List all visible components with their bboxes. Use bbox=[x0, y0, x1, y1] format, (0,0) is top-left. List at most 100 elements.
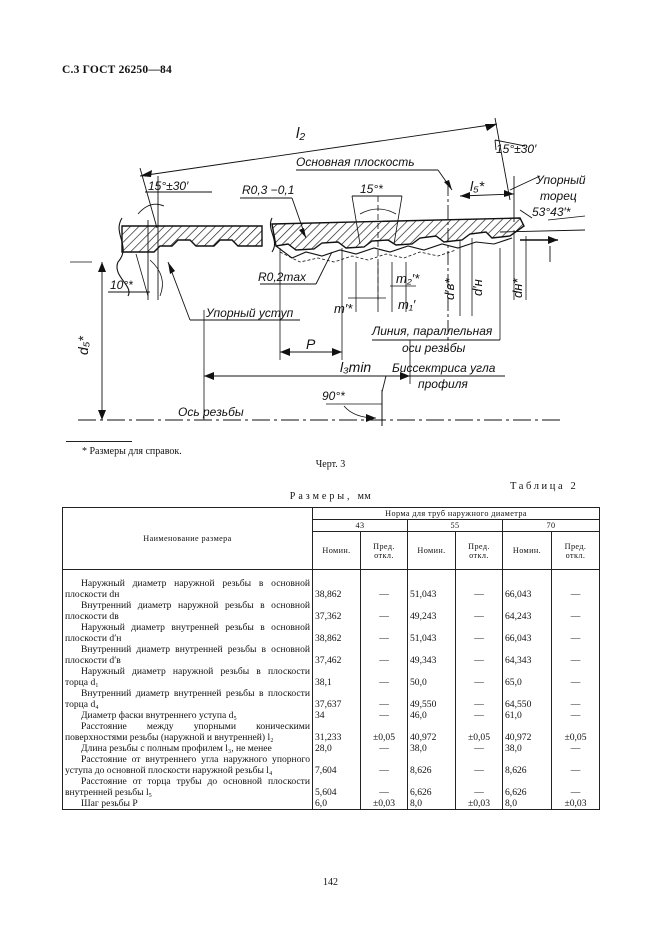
value-43: 37,462 bbox=[312, 644, 361, 666]
value-43: 31,233 bbox=[312, 721, 361, 743]
deviation-43: — bbox=[360, 710, 408, 721]
label-r03: R0,3 −0,1 bbox=[242, 183, 294, 197]
deviation-70: — bbox=[550, 644, 601, 666]
footnote: * Размеры для справок. bbox=[82, 446, 182, 457]
deviation-70: — bbox=[550, 622, 601, 644]
page-number: 142 bbox=[323, 877, 338, 888]
label-d-prime-n: d′н bbox=[470, 279, 485, 296]
diameter-header-70: 70 bbox=[501, 519, 601, 532]
value-43: 38,862 bbox=[312, 622, 361, 644]
value-43: 7,604 bbox=[312, 754, 361, 776]
value-70: 66,043 bbox=[502, 569, 552, 600]
deviation-55: — bbox=[455, 644, 503, 666]
label-d-prime-b: d′в* bbox=[442, 278, 457, 300]
page-header: С.3 ГОСТ 26250—84 bbox=[62, 64, 172, 76]
row-name: Внутренний диаметр наружной резьбы в осн… bbox=[62, 600, 313, 622]
label-bisector-1: Биссектриса угла bbox=[392, 361, 496, 375]
deviation-43: — bbox=[360, 666, 408, 688]
deviation-43: ±0,03 bbox=[360, 798, 408, 810]
value-55: 8,0 bbox=[407, 798, 456, 810]
figure-caption: Черт. 3 bbox=[315, 459, 346, 470]
table-row: Наружный диаметр наружной резьбы в плоск… bbox=[62, 666, 601, 688]
row-name: Наружный диаметр наружной резьбы в плоск… bbox=[62, 666, 313, 688]
label-m2: m₂′* bbox=[396, 271, 420, 286]
label-stop-shoulder: Упорный уступ bbox=[205, 306, 294, 320]
value-55: 40,972 bbox=[407, 721, 456, 743]
deviation-70: — bbox=[550, 743, 601, 754]
deviation-55: — bbox=[455, 754, 503, 776]
deviation-header: Пред. откл. bbox=[455, 531, 503, 570]
label-angle-10: 10°* bbox=[110, 278, 133, 292]
deviation-43: — bbox=[360, 600, 408, 622]
deviation-55: — bbox=[455, 688, 503, 710]
label-l2: l₂ bbox=[296, 125, 305, 142]
value-43: 38,1 bbox=[312, 666, 361, 688]
label-l5: l₅* bbox=[470, 178, 485, 194]
deviation-70: — bbox=[550, 688, 601, 710]
table-title-units: мм bbox=[357, 491, 372, 502]
label-m1: m₁′ bbox=[398, 297, 416, 312]
deviation-70: — bbox=[550, 666, 601, 688]
column-group-header: Норма для труб наружного диаметра bbox=[311, 507, 601, 520]
deviation-70: ±0,05 bbox=[550, 721, 601, 743]
value-55: 38,0 bbox=[407, 743, 456, 754]
value-55: 50,0 bbox=[407, 666, 456, 688]
table-label: Таблица 2 bbox=[510, 481, 579, 492]
row-name: Длина резьбы с полным профилем l₃, не ме… bbox=[62, 743, 313, 754]
value-43: 38,862 bbox=[312, 569, 361, 600]
table-title: Размеры, мм bbox=[0, 491, 661, 502]
table-row: Расстояние от внутреннего угла наружного… bbox=[62, 754, 601, 776]
deviation-70: — bbox=[550, 776, 601, 798]
coupling-left-section bbox=[121, 225, 263, 253]
row-name: Шаг резьбы P bbox=[62, 798, 313, 810]
value-55: 8,626 bbox=[407, 754, 456, 776]
value-55: 49,550 bbox=[407, 688, 456, 710]
value-43: 28,0 bbox=[312, 743, 361, 754]
deviation-70: — bbox=[550, 710, 601, 721]
row-name: Диаметр фаски внутреннего уступа d₅ bbox=[62, 710, 313, 721]
value-55: 49,243 bbox=[407, 600, 456, 622]
table-row: Расстояние от торца трубы до основной пл… bbox=[62, 776, 601, 798]
table-row: Внутренний диаметр внутренней резьбы в о… bbox=[62, 644, 601, 666]
label-angle-left: 15°±30′ bbox=[148, 179, 189, 193]
table-title-text: Размеры, bbox=[289, 491, 353, 502]
thread-section bbox=[271, 217, 525, 251]
label-P: P bbox=[306, 336, 316, 352]
deviation-43: — bbox=[360, 569, 408, 600]
value-43: 5,604 bbox=[312, 776, 361, 798]
value-43: 34 bbox=[312, 710, 361, 721]
value-70: 64,550 bbox=[502, 688, 552, 710]
deviation-55: — bbox=[455, 666, 503, 688]
table-row: Наружный диаметр наружной резьбы в основ… bbox=[62, 569, 601, 600]
dimensions-table: Наименование размера Норма для труб нару… bbox=[62, 507, 601, 810]
value-55: 46,0 bbox=[407, 710, 456, 721]
value-70: 6,626 bbox=[502, 776, 552, 798]
label-parallel-line-2: оси резьбы bbox=[402, 341, 466, 355]
label-r02: R0,2max bbox=[258, 270, 307, 284]
nominal-header: Номин. bbox=[312, 531, 361, 570]
label-bisector-2: профиля bbox=[418, 377, 468, 391]
deviation-header: Пред. откл. bbox=[550, 531, 601, 570]
row-name: Расстояние от торца трубы до основной пл… bbox=[62, 776, 313, 798]
value-70: 38,0 bbox=[502, 743, 552, 754]
thread-drawing: l₂ 15°±30′ Основная плоскость l₅* Упорны… bbox=[70, 117, 586, 426]
value-70: 8,626 bbox=[502, 754, 552, 776]
value-43: 37,362 bbox=[312, 600, 361, 622]
deviation-43: — bbox=[360, 688, 408, 710]
row-name: Внутренний диаметр внутренней резьбы в о… bbox=[62, 644, 313, 666]
row-name: Расстояние между упорными коническими по… bbox=[62, 721, 313, 743]
row-name: Наружный диаметр наружной резьбы в основ… bbox=[62, 569, 313, 600]
deviation-55: — bbox=[455, 776, 503, 798]
table-row: Внутренний диаметр внутренней резьбы в п… bbox=[62, 688, 601, 710]
label-thread-axis: Ось резьбы bbox=[178, 405, 244, 419]
deviation-55: — bbox=[455, 600, 503, 622]
label-m: m′* bbox=[334, 301, 353, 316]
deviation-55: — bbox=[455, 710, 503, 721]
label-l3: l₃min bbox=[340, 359, 371, 375]
label-stop-face-1: Упорный bbox=[535, 173, 586, 187]
value-70: 61,0 bbox=[502, 710, 552, 721]
deviation-70: ±0,03 bbox=[550, 798, 601, 810]
value-55: 51,043 bbox=[407, 622, 456, 644]
value-55: 6,626 bbox=[407, 776, 456, 798]
